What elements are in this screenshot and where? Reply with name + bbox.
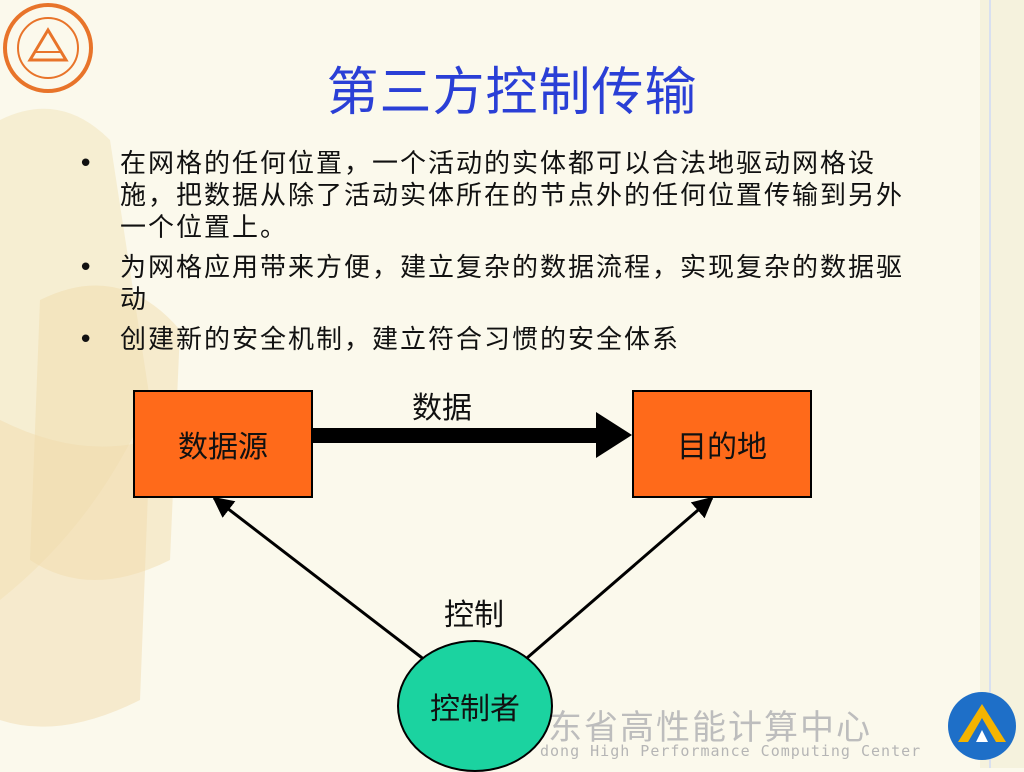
- data-edge-label: 数据: [412, 391, 472, 426]
- control-edge-label: 控制: [444, 598, 504, 633]
- bullet-text: 创建新的安全机制，建立符合习惯的安全体系: [120, 325, 681, 355]
- bullet-dot: •: [78, 325, 96, 355]
- control-arrow-to-target: [519, 496, 714, 666]
- bullet-item: • 为网格应用带来方便，建立复杂的数据流程，实现复杂的数据驱动: [78, 252, 918, 316]
- footer-org-subtext: dong High Performance Computing Center: [540, 742, 922, 760]
- data-flow-arrow: [312, 412, 632, 458]
- control-arrow-to-source: [212, 496, 431, 666]
- target-node: 目的地: [632, 390, 812, 498]
- bullet-item: • 在网格的任何位置，一个活动的实体都可以合法地驱动网格设施，把数据从除了活动实…: [78, 148, 918, 244]
- slide-title: 第三方控制传输: [326, 63, 698, 123]
- bullet-dot: •: [78, 149, 96, 179]
- bullet-list: • 在网格的任何位置，一个活动的实体都可以合法地驱动网格设施，把数据从除了活动实…: [78, 148, 918, 364]
- source-node: 数据源: [133, 390, 313, 498]
- hpc-center-logo-icon: [948, 692, 1016, 760]
- footer-org-name: 东省高性能计算中心: [548, 708, 872, 748]
- bullet-text: 为网格应用带来方便，建立复杂的数据流程，实现复杂的数据驱动: [120, 253, 905, 315]
- bullet-item: • 创建新的安全机制，建立符合习惯的安全体系: [78, 324, 918, 356]
- bullet-text: 在网格的任何位置，一个活动的实体都可以合法地驱动网格设施，把数据从除了活动实体所…: [120, 149, 905, 243]
- university-seal-icon: [3, 3, 93, 93]
- bullet-dot: •: [78, 253, 96, 283]
- controller-node: 控制者: [397, 640, 553, 772]
